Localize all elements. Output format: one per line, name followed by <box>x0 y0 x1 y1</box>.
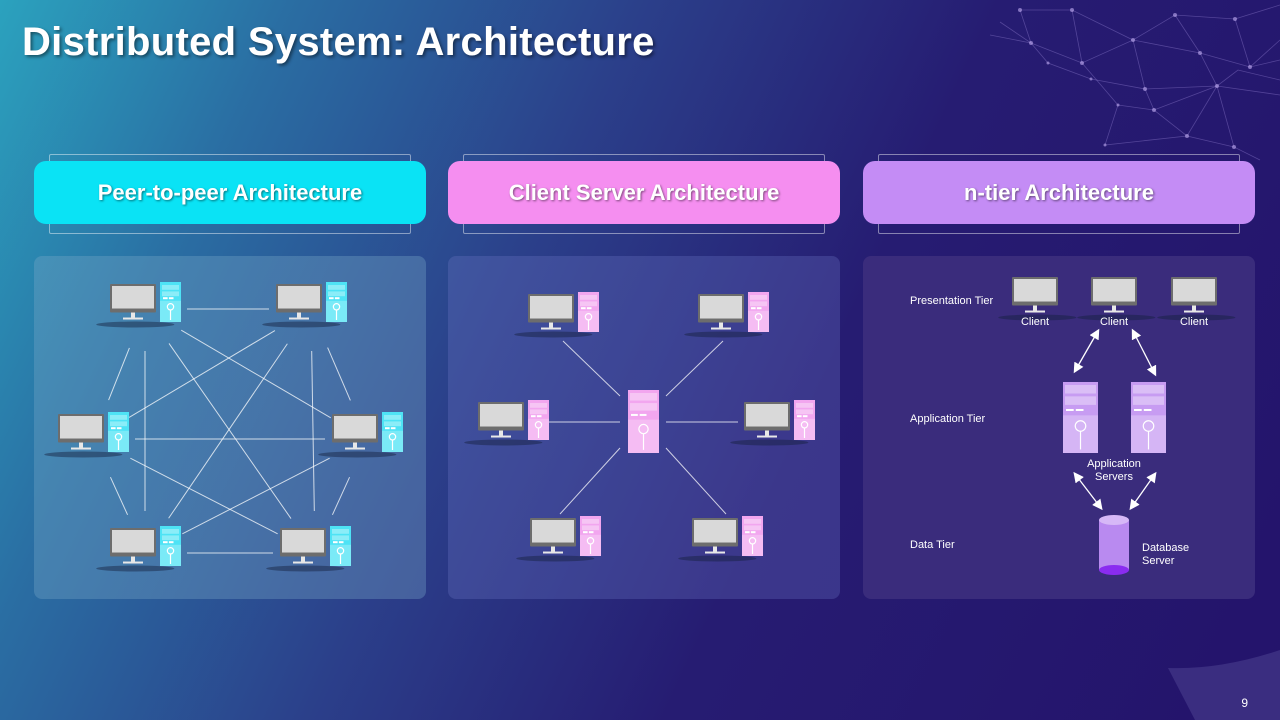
database-server-label: Database Server <box>1142 542 1190 567</box>
central-server <box>628 390 659 453</box>
client-server-header-card: Client Server Architecture <box>448 154 840 234</box>
peer-computer <box>96 526 181 572</box>
client-label: Client <box>1020 316 1050 328</box>
application-server-icon <box>1131 382 1166 453</box>
ntier-header: n-tier Architecture <box>863 161 1255 224</box>
p2p-diagram-panel <box>34 256 426 599</box>
peer-connection-line <box>327 347 351 401</box>
application-servers-label: Application Servers <box>1087 458 1141 483</box>
peer-connection-line <box>168 343 288 519</box>
client-monitor-icon <box>1077 277 1156 321</box>
client-monitor-icon <box>998 277 1077 321</box>
client-computer <box>514 292 599 338</box>
client-label: Client <box>1179 316 1209 328</box>
bidirectional-arrow <box>1073 471 1103 511</box>
client-computer <box>730 400 815 446</box>
peer-connection-line <box>128 330 276 418</box>
client-label: Client <box>1099 316 1129 328</box>
client-server-link <box>559 447 621 515</box>
client-server-header: Client Server Architecture <box>448 161 840 224</box>
page-number: 9 <box>1241 696 1248 710</box>
client-monitor-icon <box>1157 277 1236 321</box>
peer-computer <box>262 282 347 328</box>
peer-connection-line <box>180 329 332 419</box>
client-server-link <box>665 447 727 515</box>
ntier-header-card: n-tier Architecture <box>863 154 1255 234</box>
data-tier-label: Data Tier <box>910 539 955 551</box>
corner-decoration <box>1168 650 1280 720</box>
application-tier-label: Application Tier <box>910 413 986 425</box>
client-computer <box>464 400 549 446</box>
presentation-tier-label: Presentation Tier <box>910 295 994 307</box>
peer-computer <box>44 412 129 458</box>
bidirectional-arrow <box>1131 328 1157 377</box>
slide-title: Distributed System: Architecture <box>22 20 655 64</box>
peer-connection-line <box>331 477 351 515</box>
bidirectional-arrow <box>1129 471 1157 511</box>
peer-computer <box>266 526 351 572</box>
p2p-diagram <box>44 282 403 572</box>
peer-connection-line <box>311 350 315 512</box>
p2p-header-card: Peer-to-peer Architecture <box>34 154 426 234</box>
ntier-diagram <box>998 277 1236 575</box>
client-computer <box>684 292 769 338</box>
peer-connection-line <box>109 477 129 515</box>
p2p-header: Peer-to-peer Architecture <box>34 161 426 224</box>
peer-computer <box>96 282 181 328</box>
client-server-link <box>562 340 621 397</box>
peer-connection-line <box>182 457 330 535</box>
database-icon <box>1099 515 1129 575</box>
peer-connection-line <box>130 457 278 535</box>
peer-connection-line <box>108 347 130 401</box>
application-server-icon <box>1063 382 1098 453</box>
client-computer <box>516 516 601 562</box>
client-server-diagram <box>464 292 815 562</box>
peer-connection-line <box>168 343 292 519</box>
client-server-link <box>665 340 724 397</box>
bidirectional-arrow <box>1073 328 1100 374</box>
client-computer <box>678 516 763 562</box>
client-server-diagram-panel <box>448 256 840 599</box>
network-pattern-decoration <box>990 4 1280 161</box>
ntier-diagram-panel: Presentation Tier Application Tier Data … <box>863 256 1255 599</box>
peer-computer <box>318 412 403 458</box>
